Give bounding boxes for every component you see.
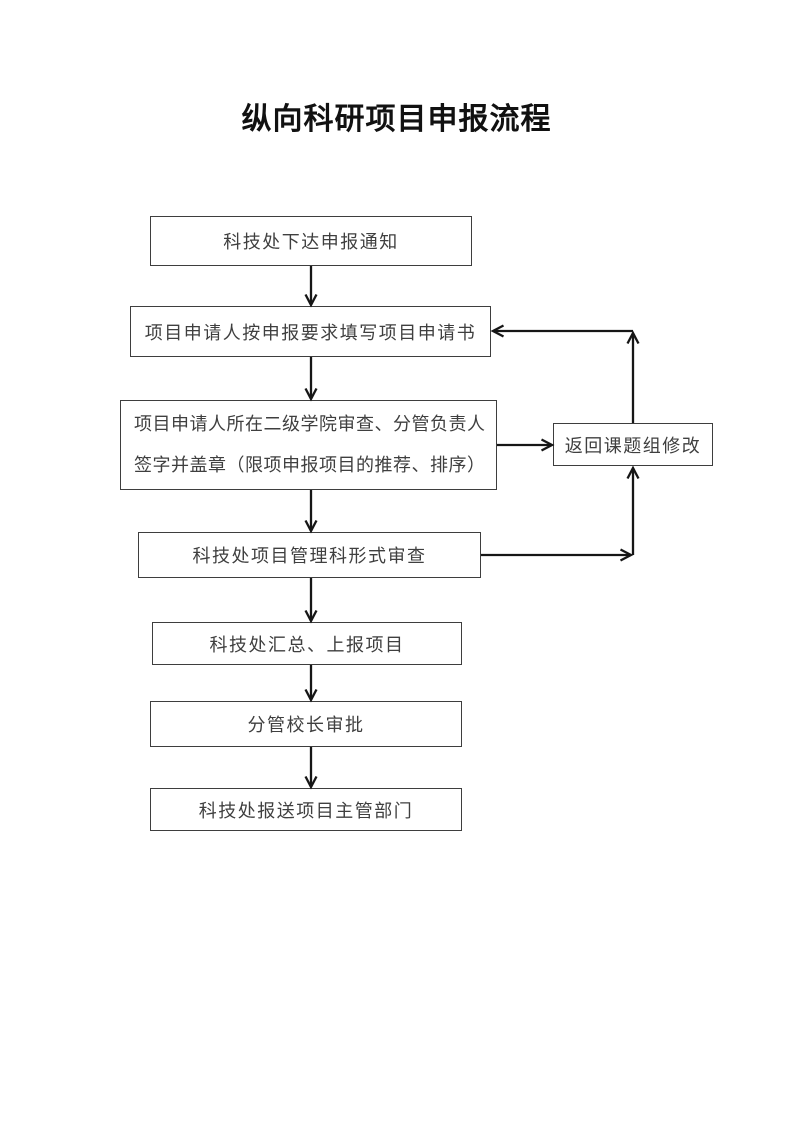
arrow-formal-review-to-return	[481, 465, 640, 562]
flow-node-formal-review: 科技处项目管理科形式审查	[138, 532, 481, 578]
flow-node-label: 返回课题组修改	[564, 435, 702, 456]
flow-node-label-line1: 项目申请人所在二级学院审查、分管负责人	[134, 414, 486, 434]
flow-node-issue-notice: 科技处下达申报通知	[150, 216, 472, 266]
flow-node-label: 科技处项目管理科形式审查	[192, 546, 427, 566]
flow-node-submit-to-authority: 科技处报送项目主管部门	[150, 788, 462, 831]
flow-node-label: 科技处下达申报通知	[223, 232, 399, 252]
arrow-formal-review-to-summarize	[304, 578, 318, 624]
arrow-approval-to-submit	[304, 747, 318, 790]
flow-node-label-line2: 签字并盖章（限项申报项目的推荐、排序）	[134, 455, 486, 475]
flow-node-summarize-report: 科技处汇总、上报项目	[152, 622, 462, 665]
flow-node-label: 科技处汇总、上报项目	[209, 634, 405, 655]
flow-node-vice-president-approval: 分管校长审批	[150, 701, 462, 747]
arrow-college-review-to-formal-review	[304, 490, 318, 534]
arrow-return-to-fill	[490, 324, 640, 423]
flow-node-label: 科技处报送项目主管部门	[198, 800, 414, 821]
flow-node-label: 项目申请人按申报要求填写项目申请书	[144, 322, 477, 343]
flow-node-label: 分管校长审批	[247, 715, 365, 735]
flow-node-college-review: 项目申请人所在二级学院审查、分管负责人 签字并盖章（限项申报项目的推荐、排序）	[120, 400, 497, 490]
page-title: 纵向科研项目申报流程	[241, 103, 552, 136]
arrow-college-review-to-return	[497, 438, 555, 452]
arrow-notice-to-fill	[304, 266, 318, 308]
flow-node-fill-application: 项目申请人按申报要求填写项目申请书	[130, 306, 491, 357]
arrow-fill-to-college-review	[304, 357, 318, 402]
flow-node-return-for-revision: 返回课题组修改	[553, 423, 713, 466]
arrow-summarize-to-approval	[304, 665, 318, 703]
